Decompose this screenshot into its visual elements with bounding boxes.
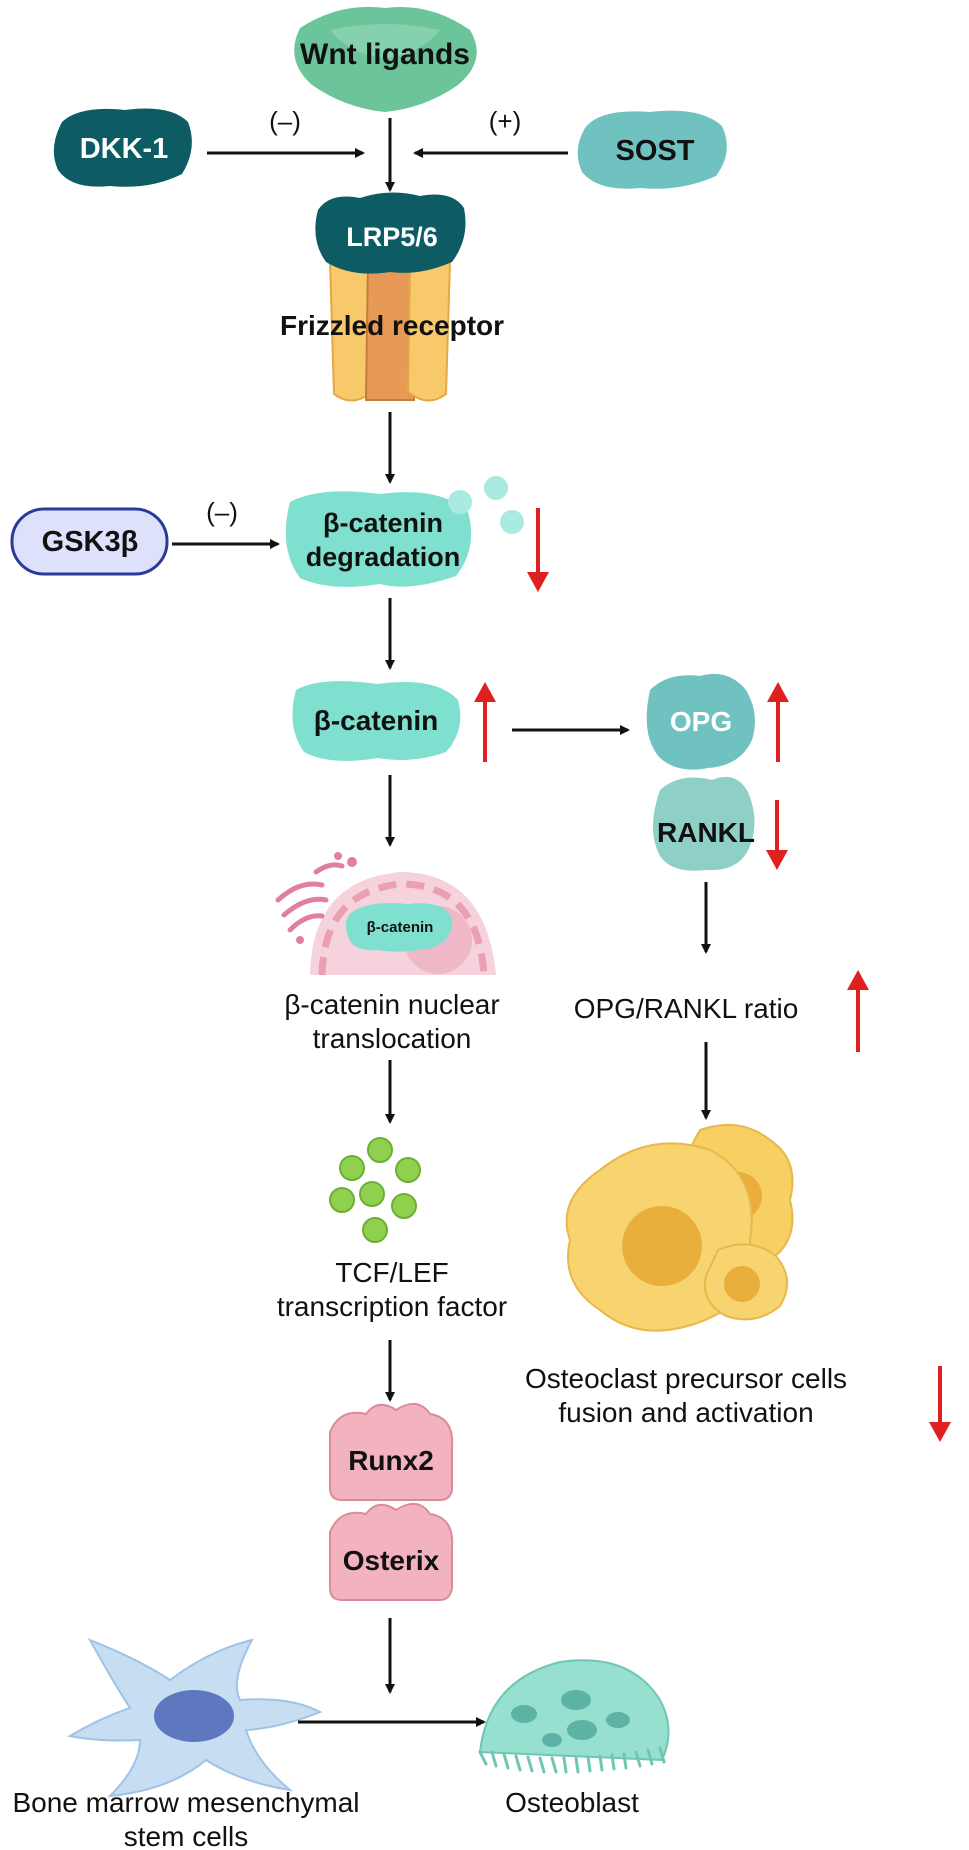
sost-node: SOST	[577, 110, 727, 189]
opg-node: OPG	[646, 673, 755, 770]
gsk3b-capsule	[10, 507, 169, 576]
gsk3b-label: GSK3β	[42, 526, 139, 558]
osteoclast-illustration	[565, 1123, 794, 1332]
nuclear-bcatenin-shape	[345, 903, 453, 952]
opg-shape	[646, 673, 755, 770]
degradation-label-line2: degradation	[306, 542, 461, 572]
degradation-fragment	[448, 490, 472, 514]
wnt-ligands-node: Wnt ligands	[294, 6, 477, 112]
dkk1-effect-sign: (–)	[269, 106, 301, 136]
osterix-node: Osterix	[329, 1503, 454, 1601]
osteoblast-illustration	[478, 1659, 670, 1774]
bmsc-illustration	[67, 1638, 323, 1798]
lrp-shape	[315, 192, 466, 274]
frizzled-receptor-shape	[328, 256, 452, 402]
wnt-ligands-highlight	[330, 24, 440, 58]
bmsc-label-line2: stem cells	[124, 1821, 248, 1850]
sost-label: SOST	[616, 135, 695, 167]
runx2-label: Runx2	[348, 1445, 434, 1476]
osteoclast-label-line2: fusion and activation	[558, 1397, 813, 1428]
degradation-shape	[285, 491, 472, 587]
gsk3b-node: GSK3β	[10, 507, 169, 576]
degradation-fragment	[484, 476, 508, 500]
tcf-lef-illustration	[329, 1137, 421, 1243]
degradation-decrease-arrow	[527, 508, 549, 592]
opg-increase-arrow	[767, 682, 789, 762]
translocation-label-line1: β-catenin nuclear	[284, 989, 499, 1020]
rankl-decrease-arrow	[766, 800, 788, 870]
degradation-label-line1: β-catenin	[323, 508, 443, 538]
bcatenin-node: β-catenin	[292, 681, 461, 761]
tcf-label-line2: transcription factor	[277, 1291, 507, 1322]
bcatenin-label: β-catenin	[314, 705, 438, 736]
nucleus-illustration: β-catenin	[275, 852, 496, 976]
dkk1-shape	[53, 108, 192, 187]
sost-shape	[577, 110, 727, 189]
degradation-node: β-catenin degradation	[285, 476, 524, 587]
lrp-node: LRP5/6	[315, 192, 466, 274]
translocation-label-line2: translocation	[313, 1023, 472, 1054]
wnt-ligands-label: Wnt ligands	[300, 38, 470, 71]
opg-label: OPG	[670, 706, 732, 737]
tcf-label-line1: TCF/LEF	[335, 1257, 449, 1288]
osterix-shape	[329, 1503, 454, 1601]
lrp-label: LRP5/6	[346, 222, 438, 252]
rankl-label: RANKL	[657, 817, 755, 848]
rankl-node: RANKL	[653, 776, 755, 871]
osteoclast-decrease-arrow	[929, 1366, 951, 1442]
rankl-shape	[653, 776, 755, 871]
osteoblast-label: Osteoblast	[505, 1787, 639, 1818]
osterix-label: Osterix	[343, 1545, 440, 1576]
runx2-node: Runx2	[329, 1403, 454, 1501]
ratio-increase-arrow	[847, 970, 869, 1052]
dkk1-node: DKK-1	[53, 108, 192, 187]
bcatenin-increase-arrow	[474, 682, 496, 762]
frizzled-label: Frizzled receptor	[280, 310, 504, 341]
bcatenin-shape	[292, 681, 461, 761]
ratio-label: OPG/RANKL ratio	[574, 993, 799, 1024]
osteoclast-label-line1: Osteoclast precursor cells	[525, 1363, 847, 1394]
degradation-fragment	[500, 510, 524, 534]
nuclear-bcatenin-label: β-catenin	[367, 919, 434, 936]
runx2-shape	[329, 1403, 454, 1501]
sost-effect-sign: (+)	[489, 106, 522, 136]
bmsc-label-line1: Bone marrow mesenchymal	[12, 1787, 359, 1818]
gsk3b-effect-sign: (–)	[206, 497, 238, 527]
dkk1-label: DKK-1	[80, 133, 169, 165]
